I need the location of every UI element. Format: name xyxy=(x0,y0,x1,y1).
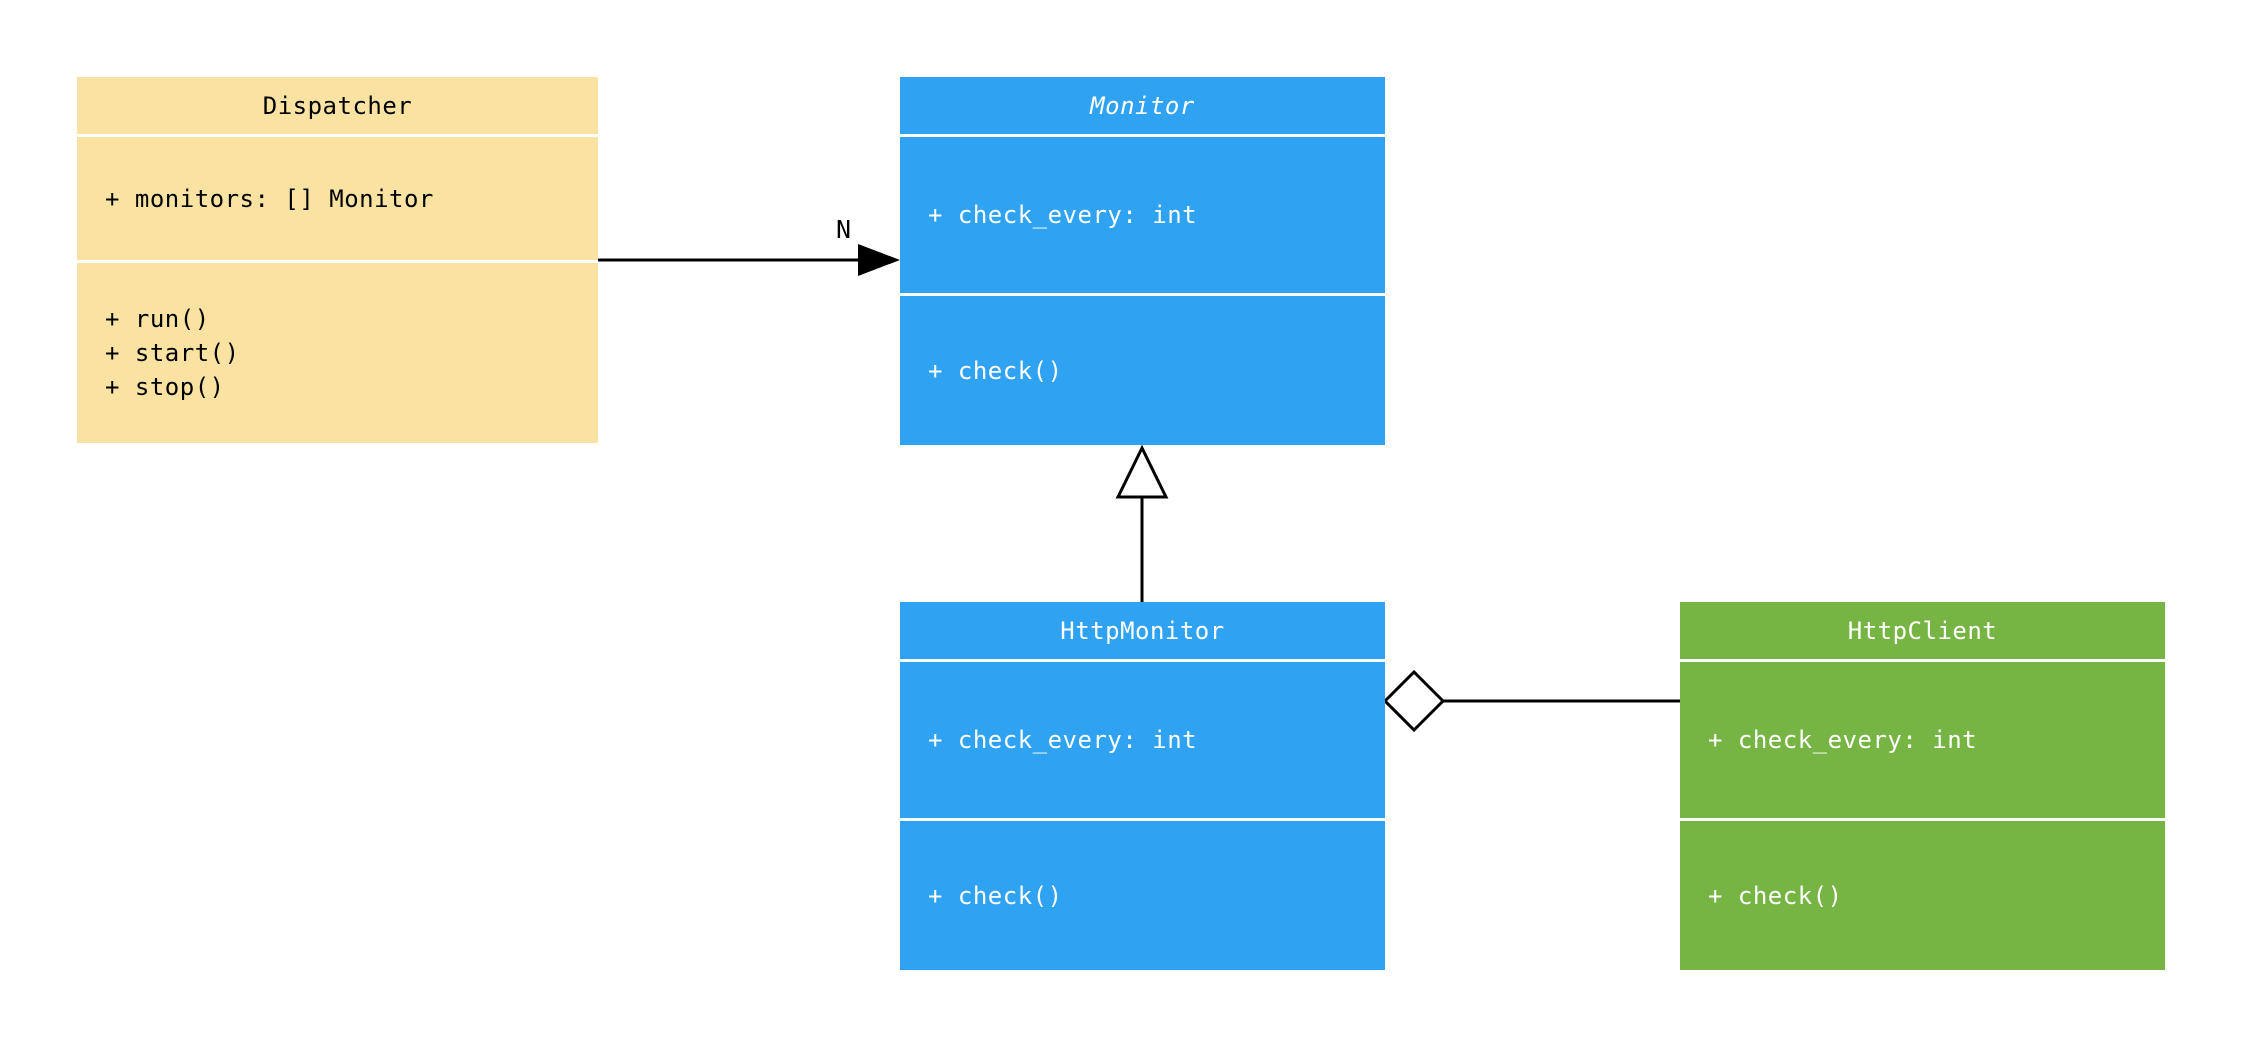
class-dispatcher-attributes: + monitors: [] Monitor xyxy=(77,137,598,260)
class-httpclient: HttpClient + check_every: int + check() xyxy=(1680,602,2165,970)
class-monitor-title: Monitor xyxy=(900,77,1385,134)
method: + start() xyxy=(105,339,240,367)
association-dispatcher-monitor: N xyxy=(598,215,900,276)
attribute: + monitors: [] Monitor xyxy=(105,184,434,213)
class-dispatcher-methods: + run() + start() + stop() xyxy=(77,263,598,443)
multiplicity-label: N xyxy=(836,215,851,244)
class-httpmonitor-methods: + check() xyxy=(900,821,1385,970)
attribute: + check_every: int xyxy=(1708,726,1978,754)
class-dispatcher-title: Dispatcher xyxy=(77,77,598,134)
hollow-triangle-icon xyxy=(1115,444,1169,499)
hollow-diamond-icon xyxy=(1382,669,1446,733)
class-httpclient-title: HttpClient xyxy=(1680,602,2165,659)
class-httpmonitor-title: HttpMonitor xyxy=(900,602,1385,659)
aggregation-httpmonitor-httpclient xyxy=(1382,669,1680,733)
class-dispatcher: Dispatcher + monitors: [] Monitor + run(… xyxy=(77,77,598,443)
method: + run() xyxy=(105,305,210,333)
method: + check() xyxy=(928,881,1063,910)
method: + stop() xyxy=(105,373,225,401)
class-httpmonitor: HttpMonitor + check_every: int + check() xyxy=(900,602,1385,970)
filled-arrowhead-icon xyxy=(858,244,900,276)
class-httpmonitor-attributes: + check_every: int xyxy=(900,662,1385,818)
class-httpclient-methods: + check() xyxy=(1680,821,2165,970)
attribute: + check_every: int xyxy=(928,726,1198,754)
class-monitor-attributes: + check_every: int xyxy=(900,137,1385,293)
class-httpclient-attributes: + check_every: int xyxy=(1680,662,2165,818)
class-monitor: Monitor + check_every: int + check() xyxy=(900,77,1385,445)
attribute: + check_every: int xyxy=(928,201,1198,229)
inheritance-httpmonitor-monitor xyxy=(1115,444,1169,602)
method: + check() xyxy=(928,356,1063,385)
class-monitor-methods: + check() xyxy=(900,296,1385,445)
method: + check() xyxy=(1708,881,1843,910)
